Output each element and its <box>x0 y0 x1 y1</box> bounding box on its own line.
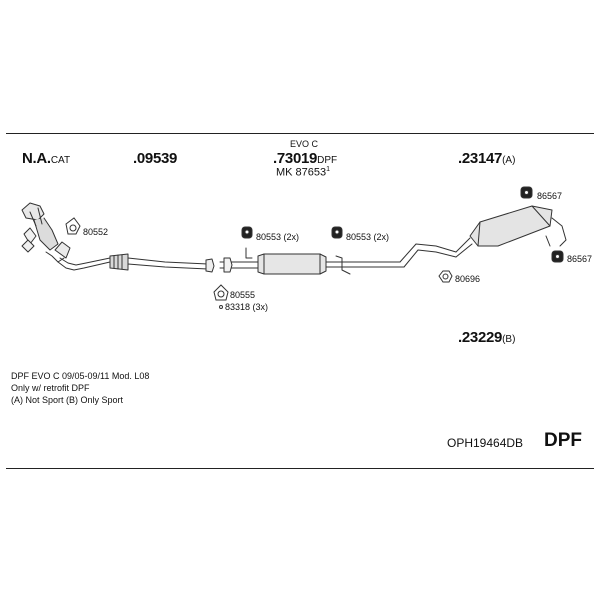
dpf-caption: EVO C <box>290 139 319 149</box>
gasket-80555-icon <box>213 284 229 301</box>
rear-number: .23147 <box>458 150 503 167</box>
rear-silencer-icon <box>469 205 567 247</box>
rear-b-part-label: .23229(B) <box>458 330 515 345</box>
cat-number: N.A. <box>22 150 51 167</box>
note-line-2: Only w/ retrofit DPF <box>11 383 90 393</box>
cat-part-label: N.A.CAT <box>22 151 70 166</box>
fitting-86567b-label: 86567 <box>567 254 593 264</box>
dpf-suffix: DPF <box>317 155 338 166</box>
dpf-mk-label: MK 876531 <box>276 166 330 179</box>
dpf-icon <box>219 253 405 275</box>
fitting-80555-label: 80555 <box>230 290 256 300</box>
front-pipe-part-label: .09539 <box>133 151 177 166</box>
gasket-80552-icon <box>65 217 81 235</box>
fitting-83318-label: 83318 (3x) <box>225 302 269 312</box>
bolt-83318-icon <box>219 305 223 309</box>
rear-b-suffix: (B) <box>502 334 516 345</box>
fitting-80552-label: 80552 <box>83 227 109 237</box>
fitting-80553b-label: 80553 (2x) <box>346 232 390 242</box>
rear-part-label: .23147(A) <box>458 151 515 166</box>
catalytic-converter-icon <box>21 202 65 263</box>
hanger-86567b-icon <box>551 250 564 263</box>
system-type: DPF <box>544 430 582 451</box>
rear-b-number: .23229 <box>458 329 503 346</box>
front-pipe-icon <box>54 241 215 273</box>
fitting-80696-label: 80696 <box>455 274 481 284</box>
gasket-80696-icon <box>438 270 453 283</box>
system-code: OPH19464DB <box>447 436 524 450</box>
dpf-number: .73019 <box>273 150 318 167</box>
dpf-mk-sup: 1 <box>326 166 331 173</box>
hanger-86567a-icon <box>520 186 533 199</box>
fitting-86567a-label: 86567 <box>537 191 563 201</box>
clamp-80553b-icon <box>331 226 343 239</box>
front-pipe-number: .09539 <box>133 150 178 167</box>
rear-pipe-icon <box>399 237 473 268</box>
dpf-mk: MK 87653 <box>276 166 327 179</box>
cat-suffix: CAT <box>50 155 71 166</box>
clamp-80553a-icon <box>241 226 253 239</box>
hanger-icon <box>245 247 351 275</box>
diagram-frame <box>6 133 594 469</box>
fitting-80553a-label: 80553 (2x) <box>256 232 300 242</box>
rear-suffix: (A) <box>502 155 516 166</box>
note-line-1: DPF EVO C 09/05-09/11 Mod. L08 <box>11 371 150 381</box>
dpf-part-label: .73019DPF <box>273 151 337 166</box>
note-line-3: (A) Not Sport (B) Only Sport <box>11 395 124 405</box>
